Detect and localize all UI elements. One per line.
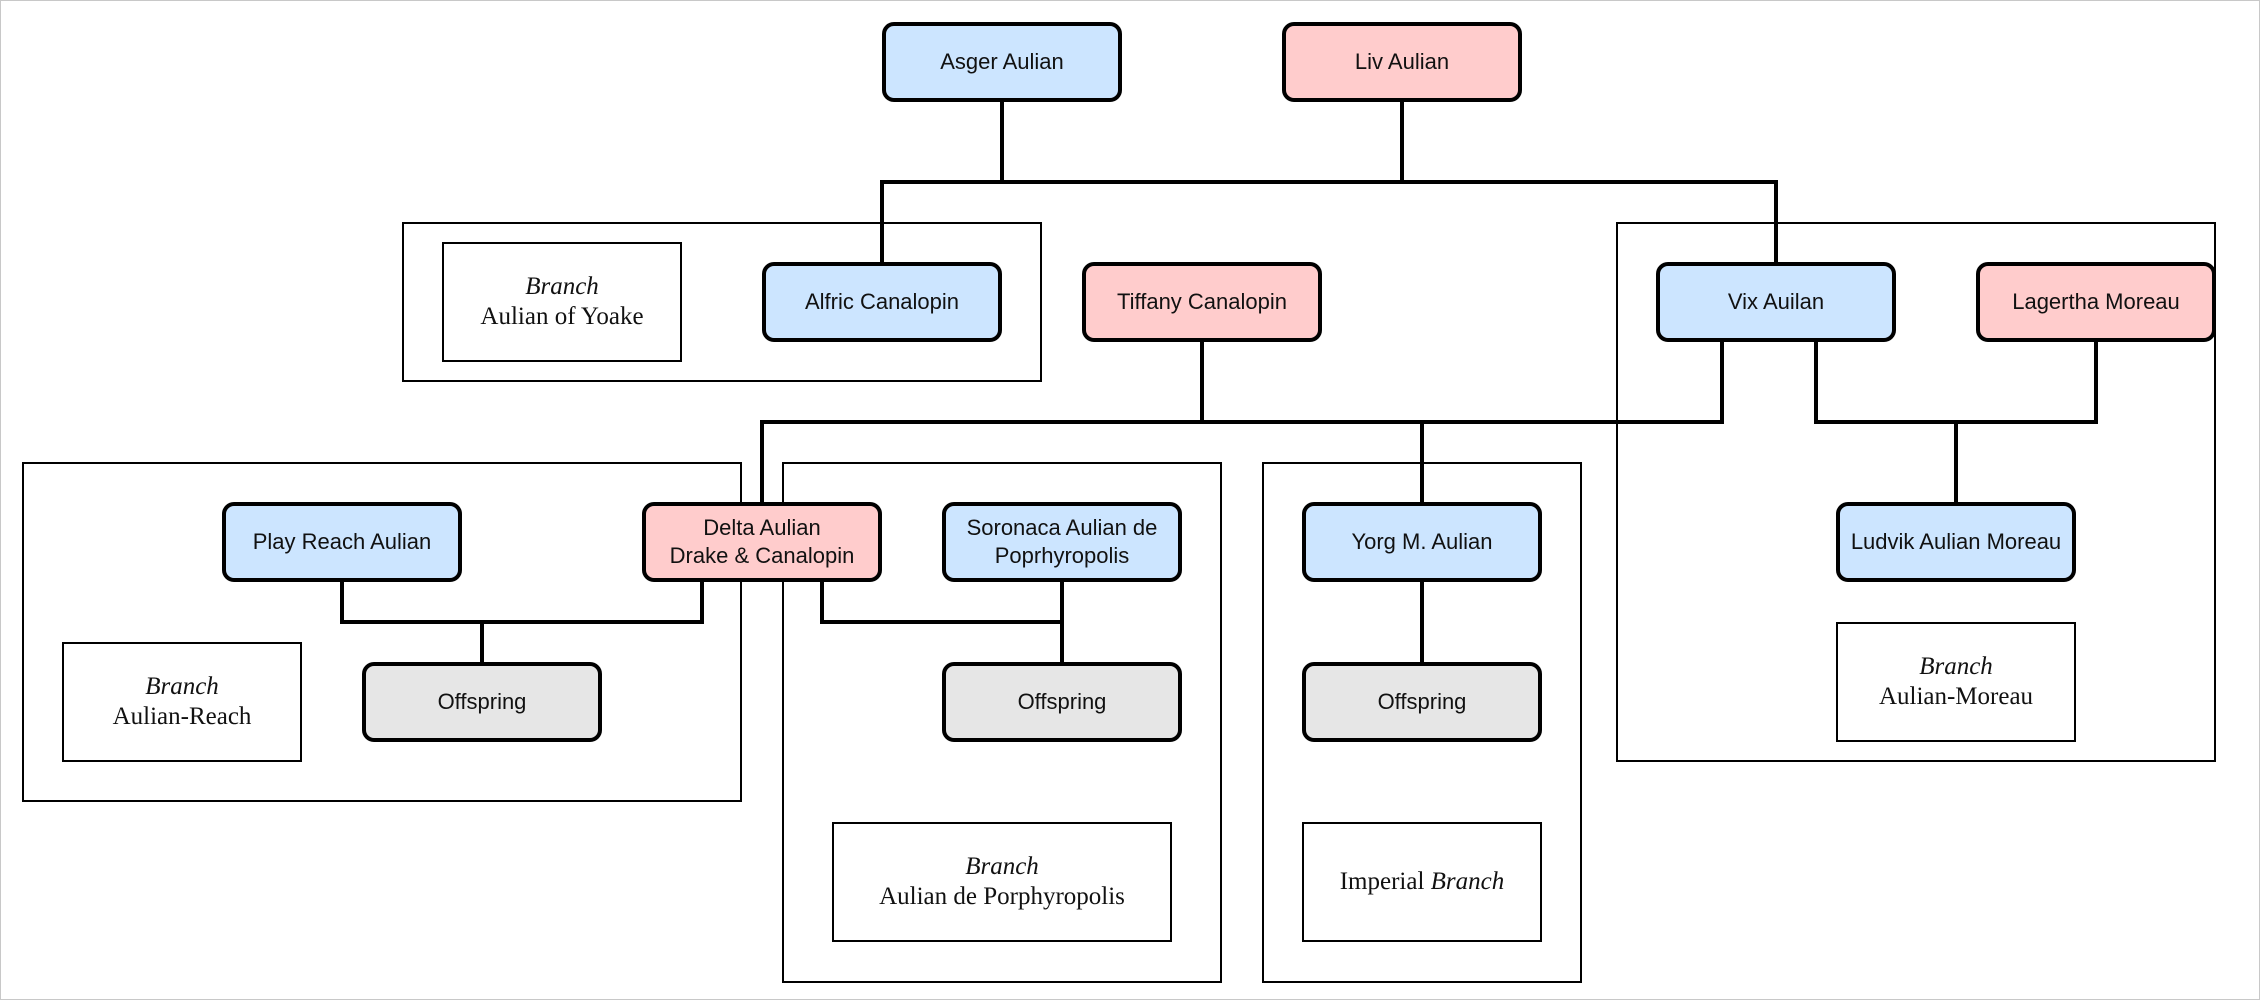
branch-label-reach: Branch Aulian-Reach <box>62 642 302 762</box>
person-name: Alfric Canalopin <box>804 289 960 314</box>
connector-tiffany-vix <box>1200 340 1724 424</box>
connector-play-delta <box>340 580 704 624</box>
branch-name: Aulian of Yoake <box>480 303 644 330</box>
person-play-reach-aulian[interactable]: Play Reach Aulian <box>222 502 462 582</box>
person-delta-aulian[interactable]: Delta Aulian Drake & Canalopin <box>642 502 882 582</box>
person-name-line1: Soronaca Aulian de <box>966 515 1158 540</box>
offspring-imperial[interactable]: Offspring <box>1302 662 1542 742</box>
person-lagertha-moreau[interactable]: Lagertha Moreau <box>1976 262 2216 342</box>
connector-delta-soronaca <box>820 580 1064 624</box>
person-name: Asger Aulian <box>940 49 1064 74</box>
person-name: Ludvik Aulian Moreau <box>1850 529 2062 554</box>
person-name-line2: Drake & Canalopin <box>669 543 855 568</box>
branch-name: Imperial <box>1339 868 1425 895</box>
offspring-label: Offspring <box>437 689 527 714</box>
branch-label-porphyropolis: Branch Aulian de Porphyropolis <box>832 822 1172 942</box>
frame-yoake-branch <box>402 222 1042 382</box>
branch-label-yoake: Branch Aulian of Yoake <box>442 242 682 362</box>
branch-keyword: Branch <box>1430 868 1505 895</box>
branch-name: Aulian-Reach <box>112 703 252 730</box>
branch-keyword: Branch <box>1919 653 1993 680</box>
frame-porphyropolis-branch <box>782 462 1222 983</box>
person-yorg-aulian[interactable]: Yorg M. Aulian <box>1302 502 1542 582</box>
branch-label-imperial: Imperial Branch <box>1302 822 1542 942</box>
offspring-label: Offspring <box>1017 689 1107 714</box>
person-name-line1: Delta Aulian <box>703 515 821 540</box>
branch-keyword: Branch <box>145 673 219 700</box>
person-name-line2: Poprhyropolis <box>994 543 1130 568</box>
offspring-label: Offspring <box>1377 689 1467 714</box>
branch-name: Aulian de Porphyropolis <box>879 883 1125 910</box>
person-alfric-canalopin[interactable]: Alfric Canalopin <box>762 262 1002 342</box>
person-name: Liv Aulian <box>1354 49 1450 74</box>
branch-name: Aulian-Moreau <box>1878 683 2034 710</box>
person-name: Vix Auilan <box>1727 289 1825 314</box>
person-asger-aulian[interactable]: Asger Aulian <box>882 22 1122 102</box>
frame-moreau-branch <box>1616 222 2216 762</box>
person-ludvik-aulian-moreau[interactable]: Ludvik Aulian Moreau <box>1836 502 2076 582</box>
person-name: Tiffany Canalopin <box>1117 289 1287 314</box>
person-name: Yorg M. Aulian <box>1351 529 1493 554</box>
person-name: Play Reach Aulian <box>252 529 432 554</box>
person-soronaca-aulian[interactable]: Soronaca Aulian de Poprhyropolis <box>942 502 1182 582</box>
person-name: Lagertha Moreau <box>2012 289 2180 314</box>
branch-label-moreau: Branch Aulian-Moreau <box>1836 622 2076 742</box>
offspring-porphyropolis[interactable]: Offspring <box>942 662 1182 742</box>
person-vix-auilan[interactable]: Vix Auilan <box>1656 262 1896 342</box>
frame-reach-branch <box>22 462 742 802</box>
offspring-reach[interactable]: Offspring <box>362 662 602 742</box>
connector-asger-liv <box>1000 99 1404 184</box>
frame-imperial-branch <box>1262 462 1582 983</box>
person-liv-aulian[interactable]: Liv Aulian <box>1282 22 1522 102</box>
person-tiffany-canalopin[interactable]: Tiffany Canalopin <box>1082 262 1322 342</box>
branch-keyword: Branch <box>965 853 1039 880</box>
branch-keyword: Branch <box>525 273 599 300</box>
